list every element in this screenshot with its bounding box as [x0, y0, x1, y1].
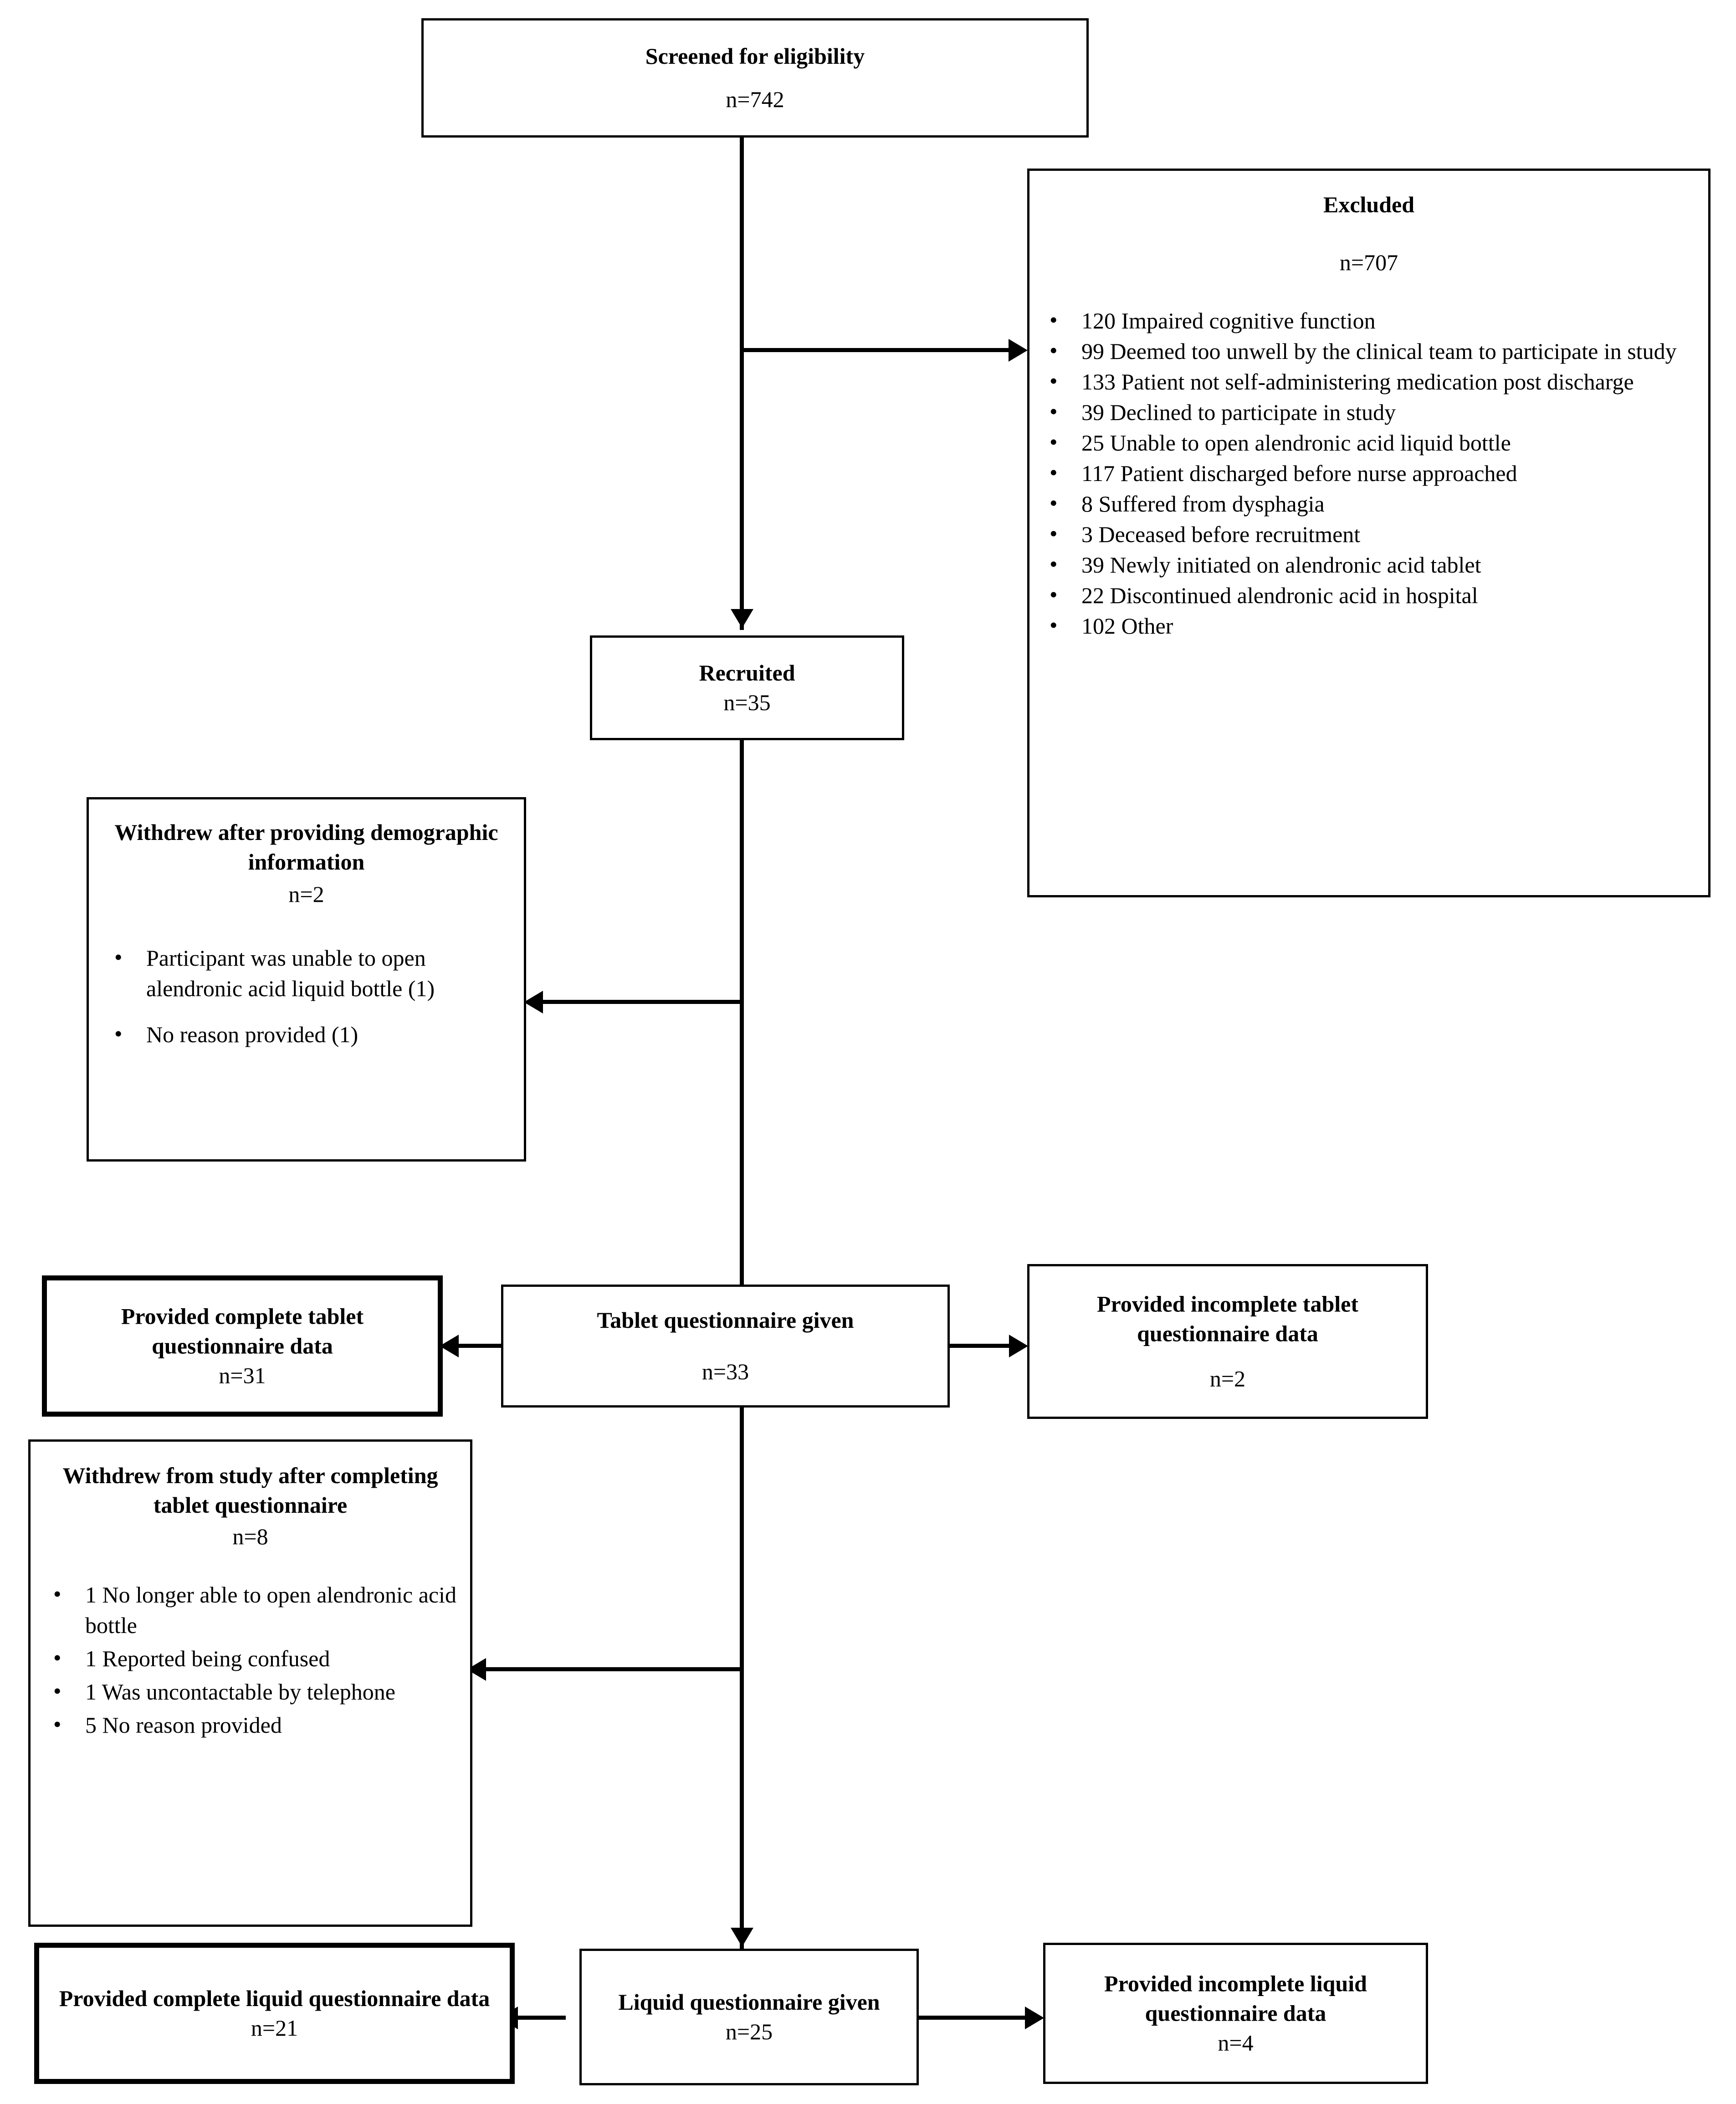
list-item: Participant was unable to open alendroni…	[102, 942, 517, 1004]
node-withdrew-after-tablet-count: n=8	[232, 1524, 268, 1549]
node-liquid-complete-count: n=21	[251, 2015, 298, 2041]
node-liquid-given-title: Liquid questionnaire given	[618, 1989, 880, 2015]
node-withdrew-after-demographic[interactable]: Withdrew after providing demographic inf…	[87, 797, 526, 1162]
arrow-tablet-to-incomplete	[1009, 1335, 1028, 1357]
list-item: 5 No reason provided	[41, 1709, 464, 1741]
node-recruited-count: n=35	[723, 690, 771, 715]
arrow-liquid-to-incomplete	[1025, 2007, 1044, 2029]
connector-tablet-to-incomplete	[947, 1344, 1016, 1348]
node-liquid-incomplete-title: Provided incomplete liquid questionnaire…	[1104, 1971, 1367, 2026]
node-screened-title: Screened for eligibility	[645, 43, 865, 69]
node-liquid-incomplete[interactable]: Provided incomplete liquid questionnaire…	[1043, 1943, 1428, 2084]
list-item: 39 Declined to participate in study	[1038, 396, 1700, 428]
node-tablet-complete-title: Provided complete tablet questionnaire d…	[121, 1303, 364, 1359]
node-tablet-complete[interactable]: Provided complete tablet questionnaire d…	[42, 1275, 443, 1417]
node-recruited[interactable]: Recruited n=35	[590, 635, 904, 740]
arrow-tablet-to-complete	[440, 1335, 459, 1357]
list-item: 1 Reported being confused	[41, 1643, 464, 1674]
list-item: 1 Was uncontactable by telephone	[41, 1676, 464, 1707]
node-liquid-complete[interactable]: Provided complete liquid questionnaire d…	[34, 1943, 515, 2084]
node-liquid-given[interactable]: Liquid questionnaire given n=25	[579, 1949, 919, 2085]
connector-to-withdrew-demographic	[538, 1000, 743, 1004]
trunk-recruited-to-tablet	[740, 740, 744, 1307]
node-liquid-incomplete-count: n=4	[1218, 2030, 1254, 2056]
node-withdrew-after-tablet[interactable]: Withdrew from study after completing tab…	[28, 1439, 472, 1927]
list-item: 8 Suffered from dysphagia	[1038, 488, 1700, 519]
node-withdrew-demographic-reason-list: Participant was unable to open alendroni…	[95, 942, 517, 1050]
node-tablet-given-title: Tablet questionnaire given	[597, 1307, 854, 1333]
list-item: 22 Discontinued alendronic acid in hospi…	[1038, 579, 1700, 611]
node-liquid-given-count: n=25	[725, 2019, 773, 2044]
node-tablet-incomplete-count: n=2	[1209, 1366, 1246, 1392]
list-item: 117 Patient discharged before nurse appr…	[1038, 457, 1700, 489]
arrow-to-excluded	[1009, 339, 1028, 362]
list-item: 1 No longer able to open alendronic acid…	[41, 1579, 464, 1641]
node-excluded-title: Excluded	[1323, 192, 1415, 217]
list-item: 3 Deceased before recruitment	[1038, 518, 1700, 550]
node-recruited-title: Recruited	[699, 660, 795, 686]
list-item: 99 Deemed too unwell by the clinical tea…	[1038, 335, 1700, 367]
node-excluded-count: n=707	[1339, 250, 1398, 275]
node-liquid-complete-title: Provided complete liquid questionnaire d…	[59, 1986, 490, 2011]
node-excluded-reason-list: 120 Impaired cognitive function 99 Deeme…	[1038, 305, 1700, 641]
node-tablet-complete-count: n=31	[219, 1362, 266, 1388]
list-item: 120 Impaired cognitive function	[1038, 305, 1700, 336]
node-tablet-given[interactable]: Tablet questionnaire given n=33	[501, 1285, 950, 1408]
list-item: No reason provided (1)	[102, 1019, 517, 1050]
node-withdrew-demographic-count: n=2	[288, 881, 324, 907]
node-screened-count: n=742	[726, 87, 784, 112]
node-tablet-incomplete-title: Provided incomplete tablet questionnaire…	[1097, 1291, 1358, 1346]
list-item: 102 Other	[1038, 610, 1700, 641]
list-item: 25 Unable to open alendronic acid liquid…	[1038, 427, 1700, 458]
arrow-screened-to-recruited	[731, 609, 753, 628]
node-tablet-incomplete[interactable]: Provided incomplete tablet questionnaire…	[1027, 1264, 1428, 1419]
connector-to-withdrew-after-tablet	[481, 1667, 744, 1671]
list-item: 39 Newly initiated on alendronic acid ta…	[1038, 549, 1700, 580]
connector-liquid-to-complete	[515, 2016, 566, 2020]
arrow-tablet-to-liquid	[731, 1928, 753, 1947]
node-tablet-given-count: n=33	[702, 1359, 749, 1384]
arrow-to-withdrew-demographic	[524, 991, 543, 1014]
connector-to-excluded	[740, 348, 1023, 352]
node-excluded[interactable]: Excluded n=707 120 Impaired cognitive fu…	[1027, 169, 1710, 897]
node-screened-for-eligibility[interactable]: Screened for eligibility n=742	[421, 18, 1089, 138]
node-withdrew-after-tablet-title: Withdrew from study after completing tab…	[62, 1463, 438, 1518]
connector-tablet-to-complete	[456, 1344, 506, 1348]
list-item: 133 Patient not self-administering medic…	[1038, 366, 1700, 397]
node-withdrew-demographic-title: Withdrew after providing demographic inf…	[114, 819, 498, 875]
connector-liquid-to-incomplete	[911, 2016, 1032, 2020]
trunk-vertical-line	[740, 135, 744, 630]
node-withdrew-after-tablet-reason-list: 1 No longer able to open alendronic acid…	[37, 1579, 464, 1741]
